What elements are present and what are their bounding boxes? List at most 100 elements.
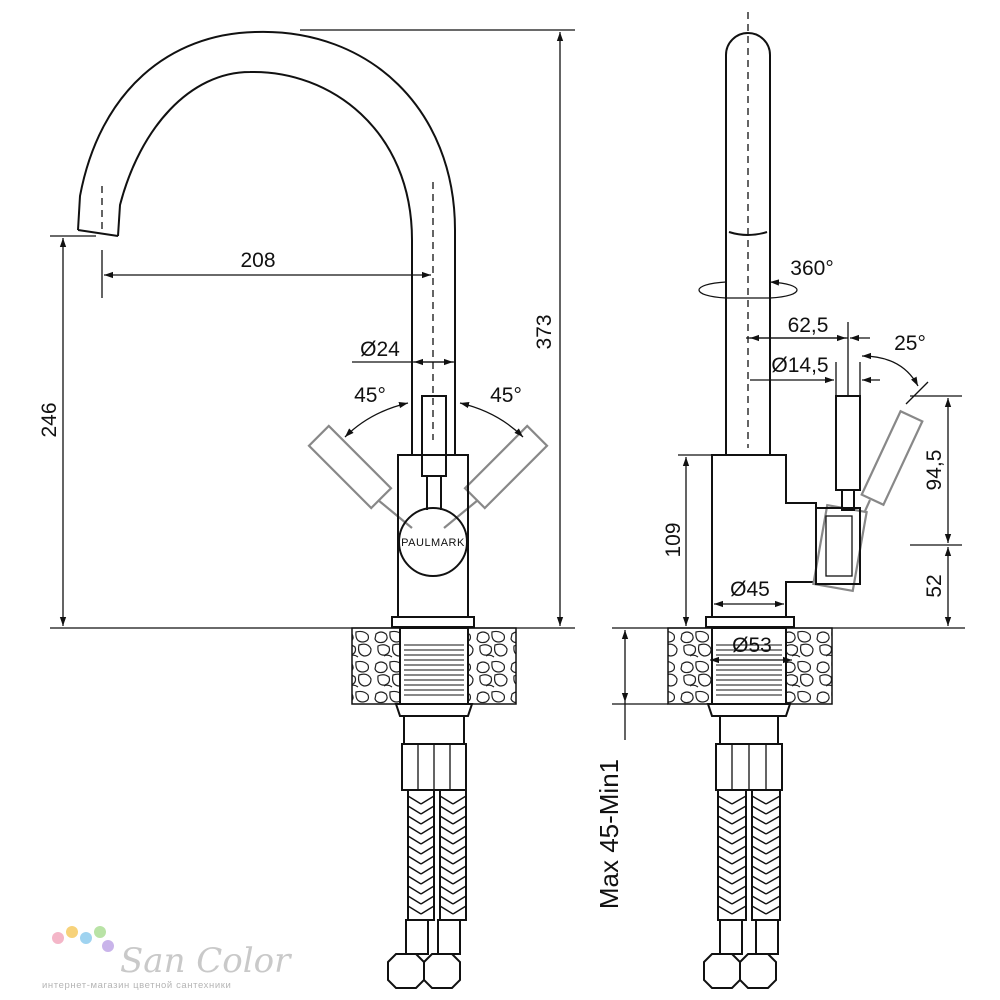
detail-line [439,895,454,905]
detail-line [765,895,781,905]
detail-line [407,905,422,915]
detail-line [452,825,467,835]
detail-line [420,895,435,905]
detail-line [765,805,781,815]
detail-line [765,835,781,845]
side-countertop-left [667,627,713,705]
threaded-shank [399,627,469,705]
dim-373: 373 [533,314,556,349]
angle-25: 25° [894,332,926,355]
braided-hoses [407,789,467,921]
watermark-name: San Color [120,941,292,981]
side-view: 360° [594,12,965,989]
handle-right-rotated [443,424,549,529]
detail-line [420,865,435,875]
dim-d45: Ø45 [730,578,770,601]
detail-line [420,875,435,885]
dim-d24: Ø24 [360,338,400,361]
detail-line [717,815,733,825]
watermark: San Color интернет-магазин цветной санте… [42,926,292,991]
detail-line [765,865,781,875]
detail-line [751,805,767,815]
detail-line [717,905,733,915]
watermark-dot [94,926,106,938]
detail-line [731,805,747,815]
detail-line [407,795,422,805]
detail-line [731,905,747,915]
detail-line [420,885,435,895]
detail-line [439,805,454,815]
dim-208: 208 [240,249,275,272]
spout-inner-outline [117,70,413,455]
detail-line [452,815,467,825]
detail-line [420,835,435,845]
detail-line [439,865,454,875]
dim-62-5: 62,5 [788,314,829,337]
detail-line [731,865,747,875]
dim-360: 360° [790,257,833,280]
detail-line [439,855,454,865]
detail-line [439,875,454,885]
watermark-dot [66,926,78,938]
detail-line [717,805,733,815]
spout-outline [77,30,456,455]
detail-line [452,905,467,915]
detail-line [765,815,781,825]
dim-109: 109 [662,522,685,557]
faucet-body [397,454,469,618]
detail-line [439,815,454,825]
detail-line [731,895,747,905]
detail-line [420,795,435,805]
detail-line [731,885,747,895]
detail-line [751,795,767,805]
detail-line [751,845,767,855]
detail-line [420,845,435,855]
detail-line [751,835,767,845]
angle-45-right-arc [459,402,524,438]
dim-94-5: 94,5 [923,450,946,491]
dim-d14-5: Ø14,5 [771,354,828,377]
detail-line [407,885,422,895]
detail-line [731,825,747,835]
countertop-left [351,627,401,705]
detail-line [439,885,454,895]
detail-line [765,905,781,915]
detail-line [452,895,467,905]
watermark-dot [102,940,114,952]
rotation-arrow [698,279,798,299]
detail-line [407,815,422,825]
detail-line [717,875,733,885]
detail-line [751,875,767,885]
detail-line [407,875,422,885]
detail-line [452,805,467,815]
angle-45-left-arc [344,402,409,438]
base-plate [391,616,475,628]
handle-lever [421,395,447,477]
detail-line [452,855,467,865]
detail-line [751,905,767,915]
handle-left-rotated [307,424,413,529]
detail-line [439,795,454,805]
detail-line [765,855,781,865]
detail-line [731,855,747,865]
detail-line [765,875,781,885]
detail-line [765,845,781,855]
detail-line [420,855,435,865]
side-countertop-right [785,627,833,705]
detail-line [751,825,767,835]
detail-line [407,835,422,845]
angle-45-right: 45° [490,384,522,407]
dim-52: 52 [923,574,946,597]
detail-line [731,835,747,845]
detail-line [731,875,747,885]
angle-45-left: 45° [354,384,386,407]
side-handle-upright [835,395,861,491]
detail-line [717,885,733,895]
front-view: PAULMARK 373 [38,29,575,989]
detail-line [407,895,422,905]
detail-line [765,825,781,835]
dim-d53: Ø53 [732,634,772,657]
brand-disk [398,507,468,577]
detail-line [439,825,454,835]
detail-line [765,795,781,805]
